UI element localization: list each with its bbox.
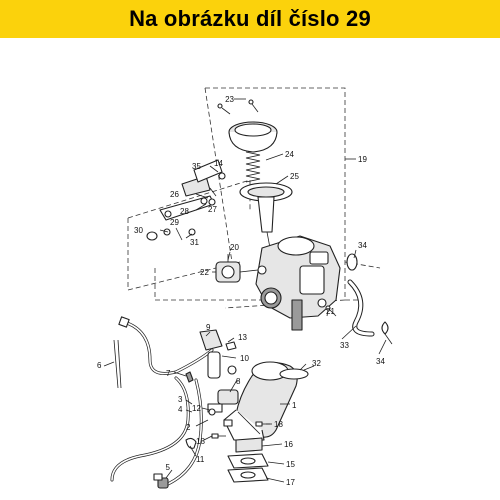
part-20-auto-choke [215,254,259,283]
label-11: 11 [196,455,205,464]
parts-33-34-overflow-hose [346,253,393,345]
label-20: 20 [230,243,239,252]
label-25: 25 [290,172,299,181]
label-18b: 18 [274,420,283,429]
parts-26-31-linkage [146,159,226,241]
label-12: 12 [192,404,201,413]
parts-15-17-gaskets [227,437,269,483]
label-23: 23 [225,95,234,104]
label-24: 24 [285,150,294,159]
label-13: 13 [238,333,247,342]
label-26: 26 [170,190,179,199]
label-16: 16 [284,440,293,449]
label-2: 2 [186,423,191,432]
label-4: 4 [178,405,183,414]
label-18a: 18 [196,437,205,446]
label-15: 15 [286,460,295,469]
callout-labels: 23 24 25 19 35 14 26 27 28 29 30 31 20 2… [97,95,385,487]
label-35: 35 [192,162,201,171]
label-3: 3 [178,395,183,404]
label-5: 5 [166,463,171,472]
title-banner: Na obrázku díl číslo 29 [0,0,500,38]
label-27: 27 [208,205,217,214]
label-19: 19 [358,155,367,164]
banner-title: Na obrázku díl číslo 29 [129,6,371,31]
label-30: 30 [134,226,143,235]
part-25-diaphragm-piston [239,182,293,249]
label-10: 10 [240,354,249,363]
label-7: 7 [166,369,171,378]
label-34b: 34 [376,357,385,366]
label-21: 21 [326,307,335,316]
label-17: 17 [286,478,295,487]
label-9: 9 [206,323,211,332]
label-28: 28 [180,207,189,216]
fuel-line-assembly [110,316,239,489]
part-32-clamp [279,365,315,380]
part-24-top-cap-and-spring [228,121,278,183]
part-23-screws [217,99,259,115]
label-14: 14 [214,159,223,168]
label-29: 29 [170,218,179,227]
label-1: 1 [292,401,297,410]
label-34a: 34 [358,241,367,250]
carburetor-body [255,235,341,331]
label-32: 32 [312,359,321,368]
label-22: 22 [200,268,209,277]
label-6: 6 [97,361,102,370]
part-1-intake-manifold [223,361,298,441]
label-8: 8 [236,377,241,386]
leader-lines [103,98,387,483]
label-33: 33 [340,341,349,350]
label-31: 31 [190,238,199,247]
